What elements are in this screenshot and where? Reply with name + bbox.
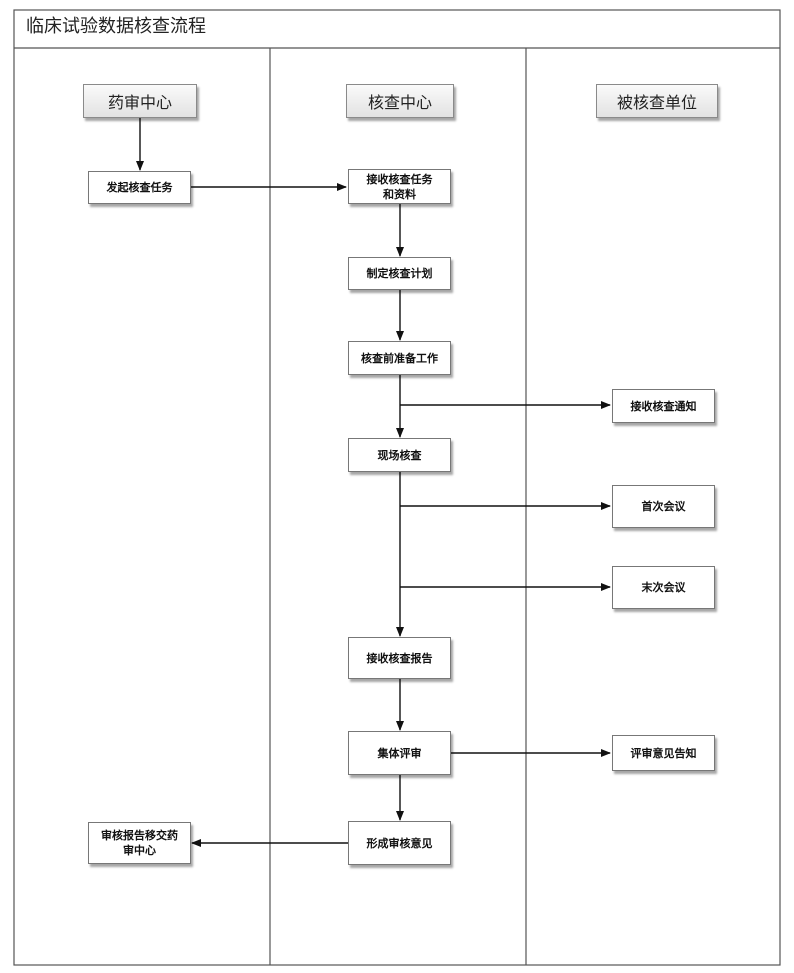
diagram-title: 临床试验数据核查流程 xyxy=(26,16,206,37)
node-form-opinion: 形成审核意见 xyxy=(348,821,451,865)
node-initiate-task: 发起核查任务 xyxy=(88,171,191,204)
node-onsite-inspection: 现场核查 xyxy=(348,438,451,472)
node-make-plan: 制定核查计划 xyxy=(348,257,451,290)
node-collective-review: 集体评审 xyxy=(348,731,451,775)
lane-header-unit: 被核查单位 xyxy=(596,84,718,118)
lane-header-cde: 药审中心 xyxy=(83,84,197,118)
node-first-meeting: 首次会议 xyxy=(612,485,715,528)
node-receive-task: 接收核查任务和资料 xyxy=(348,169,451,204)
diagram-border xyxy=(13,9,781,966)
node-submit-report: 审核报告移交药审中心 xyxy=(88,822,191,864)
node-last-meeting: 末次会议 xyxy=(612,566,715,609)
node-prepare: 核查前准备工作 xyxy=(348,341,451,375)
node-receive-report: 接收核查报告 xyxy=(348,637,451,679)
lane-header-inspection: 核查中心 xyxy=(346,84,454,118)
node-receive-notice: 接收核查通知 xyxy=(612,389,715,423)
node-review-notice: 评审意见告知 xyxy=(612,735,715,771)
